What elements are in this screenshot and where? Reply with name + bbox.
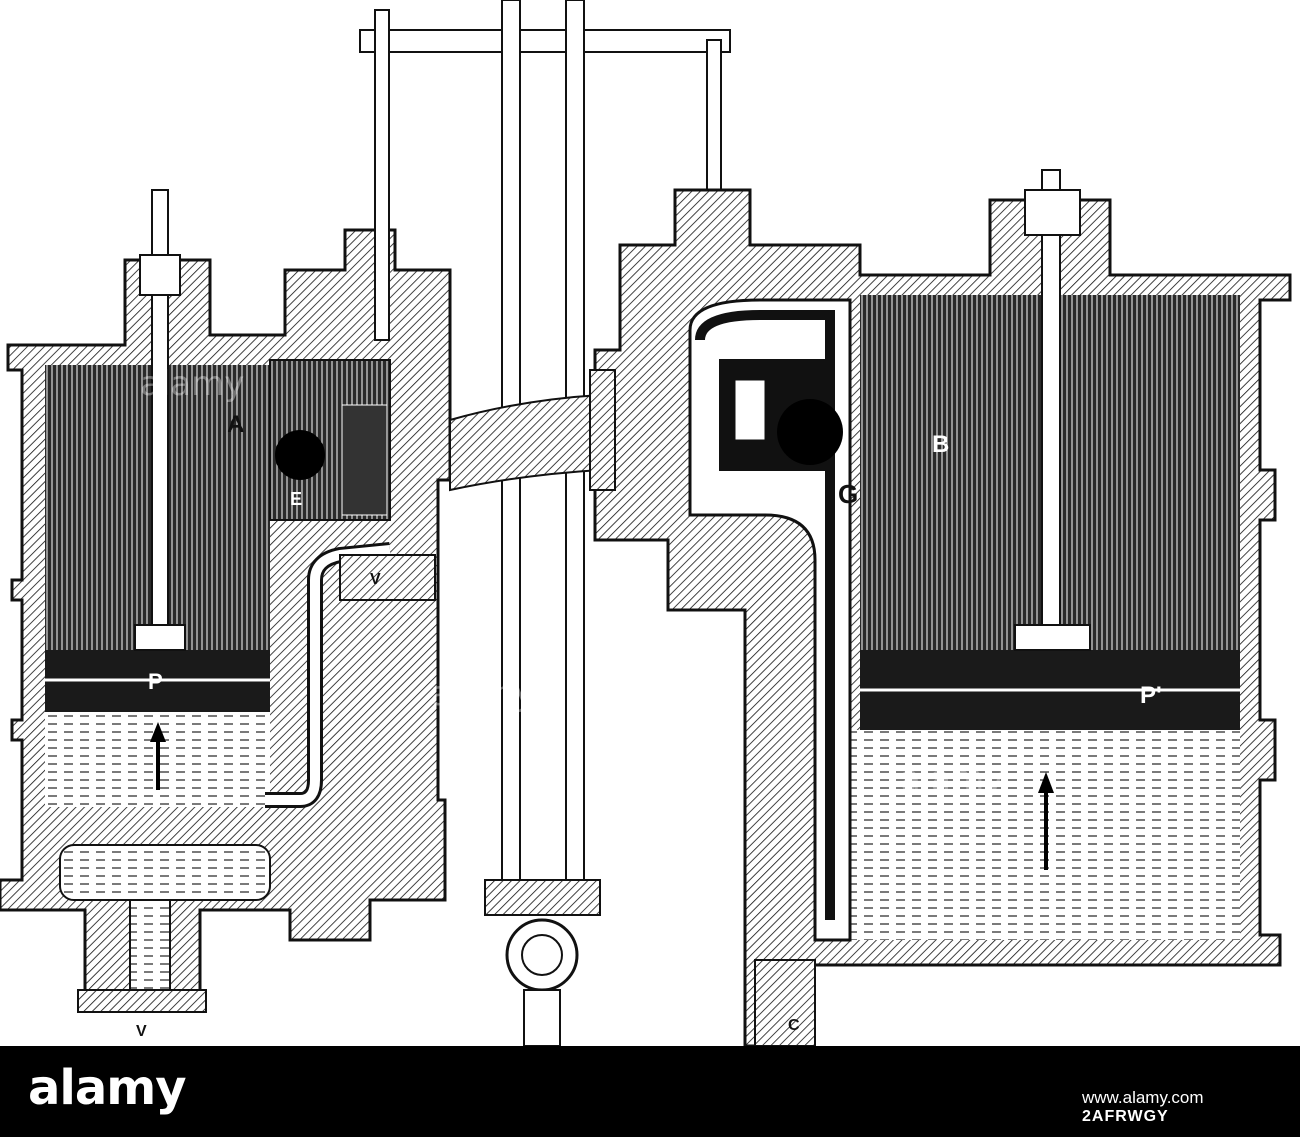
watermark-1: alamy	[140, 364, 244, 404]
footer-image-code: 2AFRWGY	[1082, 1108, 1169, 1125]
label-g: G	[838, 479, 858, 509]
inlet-flange	[77, 989, 207, 1013]
label-p-prime: P'	[1140, 682, 1162, 709]
watermark-2: alamy	[430, 674, 534, 714]
gland-b	[1024, 189, 1081, 236]
label-e: E	[290, 489, 302, 509]
label-p: P	[148, 669, 163, 694]
small-valve	[339, 554, 436, 601]
side-rod-left	[374, 9, 390, 341]
footer-bar: alamy www.alamy.com 2AFRWGY	[0, 1046, 1300, 1137]
label-v-inlet: V	[136, 1023, 147, 1040]
footer-site: www.alamy.com	[1082, 1088, 1204, 1107]
engraving-figure: A E V P V B G P' C alamy alamy alamy	[0, 0, 1292, 1046]
watermark-3: alamy	[900, 759, 1004, 799]
label-a: A	[227, 411, 244, 438]
footer-logo: alamy	[28, 1060, 187, 1116]
central-rod-assembly	[359, 0, 731, 1046]
label-b: B	[932, 431, 949, 458]
label-v-valve: V	[370, 571, 381, 588]
pipe-flange-right	[589, 369, 616, 491]
piston-rod-b	[1041, 169, 1061, 641]
lower-chamber	[59, 844, 271, 901]
water-below-p-prime	[835, 730, 1240, 940]
steam-port-g	[777, 399, 843, 465]
gland-a	[139, 254, 181, 296]
discharge-pipe	[754, 959, 816, 1046]
steam-port-e	[275, 430, 325, 480]
label-c: C	[788, 1017, 800, 1034]
left-cylinder-a	[0, 189, 452, 1013]
right-cylinder-b	[589, 169, 1292, 1046]
